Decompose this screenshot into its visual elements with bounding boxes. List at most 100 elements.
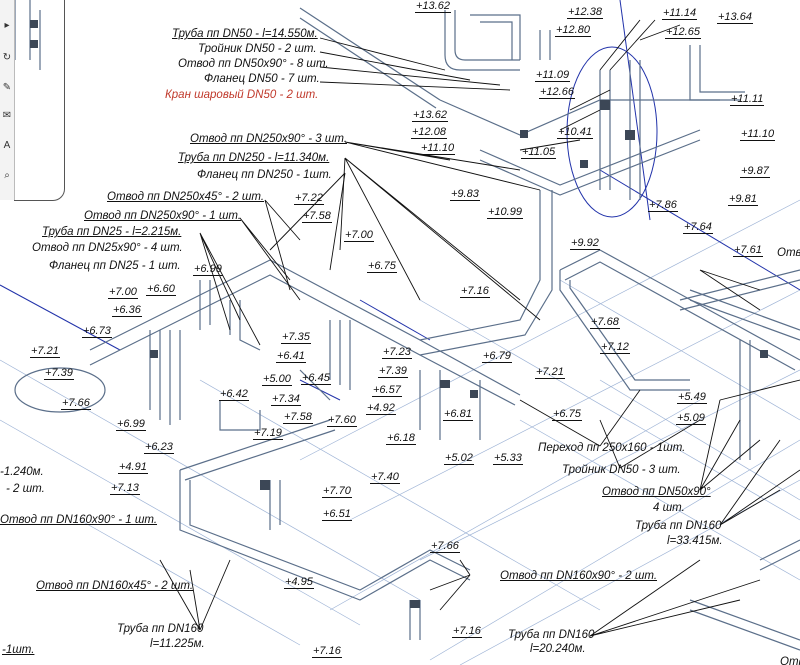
spec-label: l=20.240м. xyxy=(530,643,586,655)
elevation-label: +10.41 xyxy=(557,126,593,139)
elevation-label: +6.99 xyxy=(116,418,146,431)
elevation-label: +6.23 xyxy=(144,441,174,454)
spec-label: Отвод пп DN250х45° - 2 шт. xyxy=(107,191,265,203)
elevation-label: +7.35 xyxy=(281,331,311,344)
spec-label: Отвод пп DN250х90° - 1 шт. xyxy=(84,210,242,222)
elevation-label: +5.09 xyxy=(676,412,706,425)
fittings xyxy=(30,20,768,608)
spec-label: Отвод пп DN160х90° - 2 шт. xyxy=(500,570,658,582)
spec-label: Переход пп 250х160 - 1шт. xyxy=(538,442,686,454)
elevation-label: +5.33 xyxy=(493,452,523,465)
spec-label: Тройник DN50 - 3 шт. xyxy=(562,464,681,476)
spec-label: Отвод пп DN25х90° - 4 шт. xyxy=(32,242,183,254)
elevation-label: +11.14 xyxy=(662,7,698,20)
elevation-label: +13.62 xyxy=(412,109,448,122)
spec-label: Труба пп DN160 xyxy=(117,623,204,635)
elevation-label: +10.99 xyxy=(487,206,523,219)
elevation-label: +6.79 xyxy=(482,350,512,363)
spec-label: Тройник DN50 - 2 шт. xyxy=(198,43,317,55)
spec-label: Труба пп DN25 - l=2.215м. xyxy=(42,226,182,238)
elevation-label: +7.64 xyxy=(683,221,713,234)
elevation-label: +6.45 xyxy=(301,372,331,385)
elevation-label: +6.18 xyxy=(386,432,416,445)
elevation-label: +5.00 xyxy=(262,373,292,386)
elevation-label: +11.09 xyxy=(535,69,571,82)
elevation-label: +7.16 xyxy=(312,645,342,658)
view-inset-frame xyxy=(14,0,65,201)
elevation-label: +6.73 xyxy=(82,325,112,338)
elevation-label: +7.58 xyxy=(283,411,313,424)
elevation-label: +7.00 xyxy=(108,286,138,299)
elevation-label: +7.00 xyxy=(344,229,374,242)
spec-label: -1шт. xyxy=(2,644,35,656)
search-icon[interactable]: ⌕ xyxy=(4,170,10,181)
elevation-label: +7.19 xyxy=(253,427,283,440)
text-icon[interactable]: A xyxy=(3,140,11,151)
spec-label: Отвод пп DN160х45° - 2 шт. xyxy=(36,580,194,592)
iso-grid xyxy=(0,199,800,665)
spec-label: Труба пп DN50 - l=14.550м. xyxy=(172,28,318,40)
spec-label: Отвод пп DN50х90° xyxy=(602,486,711,498)
elevation-label: +6.41 xyxy=(276,350,306,363)
elevation-label: +6.99 xyxy=(193,263,223,276)
spec-label: Фланец пп DN25 - 1 шт. xyxy=(49,260,181,272)
spec-label: Отвод пп DN50х90° - 8 шт. xyxy=(178,58,329,70)
elevation-label: +11.11 xyxy=(730,93,765,106)
pen-icon[interactable]: ✎ xyxy=(2,82,12,93)
spec-label: Отвод пп DN160х90° - 1 шт. xyxy=(0,514,158,526)
elevation-label: +12.38 xyxy=(567,6,603,19)
note-icon[interactable]: ✉ xyxy=(2,110,12,121)
elevation-label: +5.49 xyxy=(677,391,707,404)
elevation-label: +6.60 xyxy=(146,283,176,296)
side-toolbar: ▸ ↻ ✎ ✉ A ⌕ xyxy=(0,0,15,200)
elevation-label: +6.36 xyxy=(112,304,142,317)
elevation-label: +12.65 xyxy=(665,26,701,39)
elevation-label: +11.10 xyxy=(740,128,776,141)
elevation-label: +7.12 xyxy=(600,341,630,354)
elevation-label: +9.81 xyxy=(728,193,758,206)
elevation-label: +5.02 xyxy=(444,452,474,465)
spec-label: Фланец пп DN250 - 1шт. xyxy=(197,169,332,181)
elevation-label: +7.13 xyxy=(110,482,140,495)
spec-label: 4 шт. xyxy=(653,502,685,514)
pipes xyxy=(14,0,800,651)
elevation-label: +7.16 xyxy=(452,625,482,638)
elevation-label: +12.08 xyxy=(411,126,447,139)
elevation-label: +4.95 xyxy=(284,576,314,589)
elevation-label: +7.22 xyxy=(294,192,324,205)
elevation-label: +4.91 xyxy=(118,461,148,474)
elevation-label: +7.60 xyxy=(327,414,357,427)
elevation-label: +13.64 xyxy=(717,11,753,24)
elevation-label: +7.86 xyxy=(648,199,678,212)
elevation-label: +7.61 xyxy=(733,244,763,257)
spec-label: Отв xyxy=(777,247,800,259)
spec-label: Фланец DN50 - 7 шт. xyxy=(204,73,320,85)
spec-label: Кран шаровый DN50 - 2 шт. xyxy=(165,89,319,101)
elevation-label: +9.92 xyxy=(570,237,600,250)
spec-label: Труба пп DN160 xyxy=(635,520,722,532)
elevation-label: +9.83 xyxy=(450,188,480,201)
elevation-label: +7.40 xyxy=(370,471,400,484)
elevation-label: +7.39 xyxy=(378,365,408,378)
elevation-label: +6.75 xyxy=(552,408,582,421)
rotate-icon[interactable]: ↻ xyxy=(2,52,12,63)
elevation-label: +9.87 xyxy=(740,165,770,178)
spec-label: Труба пп DN160 xyxy=(508,629,595,641)
spec-label: Отвод пп DN250х90° - 3 шт. xyxy=(190,133,348,145)
elevation-label: +7.66 xyxy=(61,397,91,410)
elevation-label: +7.68 xyxy=(590,316,620,329)
elevation-label: +6.75 xyxy=(367,260,397,273)
spec-label: Труба пп DN250 - l=11.340м. xyxy=(178,152,330,164)
pointer-icon[interactable]: ▸ xyxy=(4,20,10,31)
leader-lines xyxy=(159,19,800,637)
elevation-label: +7.21 xyxy=(30,345,60,358)
elevation-label: +7.16 xyxy=(460,285,490,298)
elevation-label: +11.05 xyxy=(521,146,557,159)
elevation-label: +7.23 xyxy=(382,346,412,359)
elevation-label: +12.80 xyxy=(555,24,591,37)
elevation-label: +4.92 xyxy=(366,402,396,415)
elevation-label: +7.34 xyxy=(271,393,301,406)
elevation-label: +11.10 xyxy=(420,142,456,155)
spec-label: - 2 шт. xyxy=(6,483,45,495)
